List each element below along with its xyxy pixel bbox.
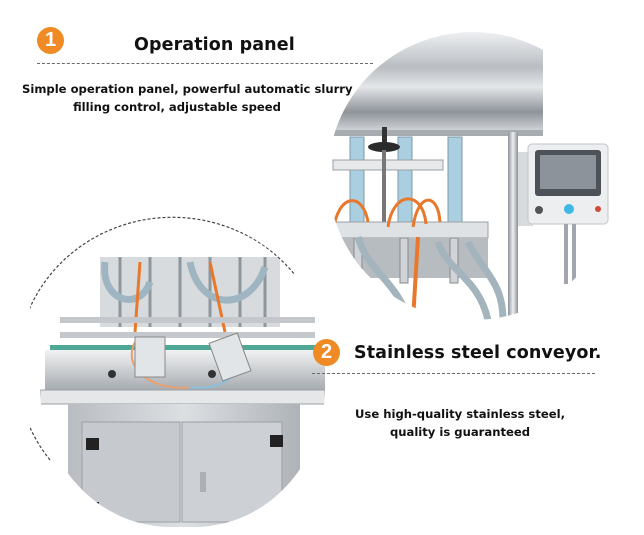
feature-2-photo bbox=[40, 222, 325, 527]
feature-1-description-line-2: filling control, adjustable speed bbox=[73, 100, 281, 114]
feature-2-description-line-1: Use high-quality stainless steel, bbox=[355, 407, 565, 421]
feature-2-description-line-2: quality is guaranteed bbox=[389, 425, 531, 439]
feature-1-description: Simple operation panel, powerful automat… bbox=[22, 80, 353, 116]
feature-1-divider bbox=[37, 63, 373, 64]
feature-1-description-line-1: Simple operation panel, powerful automat… bbox=[22, 82, 353, 96]
feature-1-number-badge: 1 bbox=[37, 27, 64, 54]
feature-1-photo bbox=[328, 32, 618, 320]
conveyor-cabinet-photo-icon bbox=[40, 222, 325, 527]
feature-2-description: Use high-quality stainless steel, qualit… bbox=[340, 405, 580, 441]
feature-2-number-badge: 2 bbox=[313, 339, 340, 366]
feature-1-title: Operation panel bbox=[134, 35, 295, 55]
feature-2-divider bbox=[312, 373, 595, 374]
filling-head-control-panel-photo-icon bbox=[328, 32, 618, 320]
feature-2-title: Stainless steel conveyor. bbox=[354, 343, 602, 363]
